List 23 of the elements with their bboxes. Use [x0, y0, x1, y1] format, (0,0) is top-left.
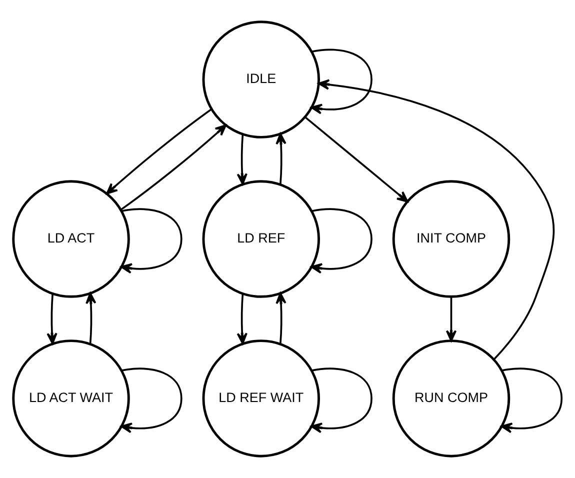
arrow	[276, 292, 286, 344]
arrow	[500, 368, 563, 434]
arrow	[318, 79, 555, 360]
node-circle: LD ACT WAIT	[12, 340, 130, 458]
arrow	[46, 294, 58, 344]
arrow	[310, 368, 372, 434]
arrow	[120, 208, 182, 274]
arrow	[120, 368, 182, 434]
arrow	[446, 296, 457, 342]
arrow	[236, 294, 248, 344]
arrow	[276, 133, 286, 184]
arrow	[236, 134, 248, 185]
arrow	[304, 116, 408, 202]
arrow	[106, 108, 212, 194]
node-circle: LD ACT	[12, 180, 130, 298]
arrow	[310, 208, 372, 274]
node-circle: LD REF WAIT	[202, 340, 320, 458]
node-circle: INIT COMP	[392, 180, 510, 298]
arrow	[310, 48, 372, 114]
arrow	[86, 292, 96, 344]
node-circle: LD REF	[202, 180, 320, 298]
arrow	[120, 124, 227, 210]
node-circle: RUN COMP	[392, 340, 510, 458]
